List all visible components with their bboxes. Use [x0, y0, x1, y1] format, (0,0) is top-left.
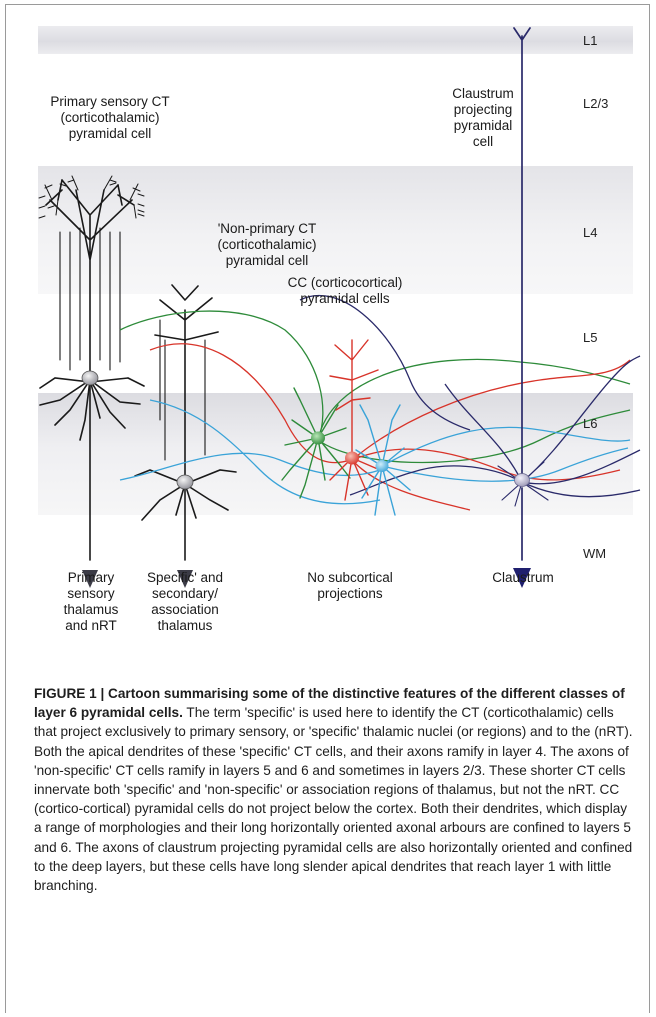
claustrum-soma [514, 473, 530, 487]
cc-blue-soma [375, 460, 389, 472]
label-target-none: No subcortical projections [307, 570, 393, 601]
primary-ct-arrowhead [82, 570, 98, 588]
layer-band-l4 [38, 166, 633, 294]
primary-ct-neuron [38, 175, 145, 561]
cc-green-soma [311, 431, 325, 445]
cc-blue-neuron [355, 404, 411, 516]
neuron-diagram [38, 27, 641, 588]
primary-ct-soma [81, 370, 99, 386]
claustrum-neuron [497, 27, 549, 561]
layer-label-l1: L1 [583, 33, 598, 48]
caption-title: FIGURE 1 | Cartoon summarising some of t… [34, 686, 625, 721]
axon-arbours [119, 294, 641, 511]
figure-caption: FIGURE 1 | Cartoon summarising some of t… [34, 684, 634, 895]
figure-frame [5, 4, 650, 1013]
layer-band-l1 [38, 26, 633, 54]
nonprimary-ct-soma [176, 474, 194, 490]
cc-red-neuron [329, 339, 381, 501]
nonprimary-ct-neuron [134, 284, 237, 561]
label-cc-cells: CC (corticocortical) pyramidal cells [287, 275, 403, 306]
caption-body: The term 'specific' is used here to iden… [34, 705, 633, 894]
layer-band-l6 [38, 393, 633, 515]
claustrum-arrowhead [513, 568, 531, 588]
cc-red-soma [345, 451, 359, 465]
layer-label-l6: L6 [583, 416, 598, 431]
label-claustrum-cell: Claustrum projecting pyramidal cell [452, 86, 514, 149]
nonprimary-ct-arrowhead [177, 570, 193, 588]
label-target-primary: Primary sensory thalamus and nRT [63, 570, 119, 633]
label-target-claustrum: Claustrum [492, 570, 554, 585]
label-target-specific: Specific' and secondary/ association tha… [146, 570, 224, 633]
layer-label-l5: L5 [583, 330, 598, 345]
layer-label-l23: L2/3 [583, 96, 609, 111]
layer-label-l4: L4 [583, 225, 598, 240]
label-nonprimary-ct: 'Non-primary CT (corticothalamic) pyrami… [217, 221, 317, 268]
cc-green-neuron [281, 387, 351, 499]
label-primary-ct: Primary sensory CT (corticothalamic) pyr… [50, 94, 170, 141]
layer-label-wm: WM [583, 546, 607, 561]
